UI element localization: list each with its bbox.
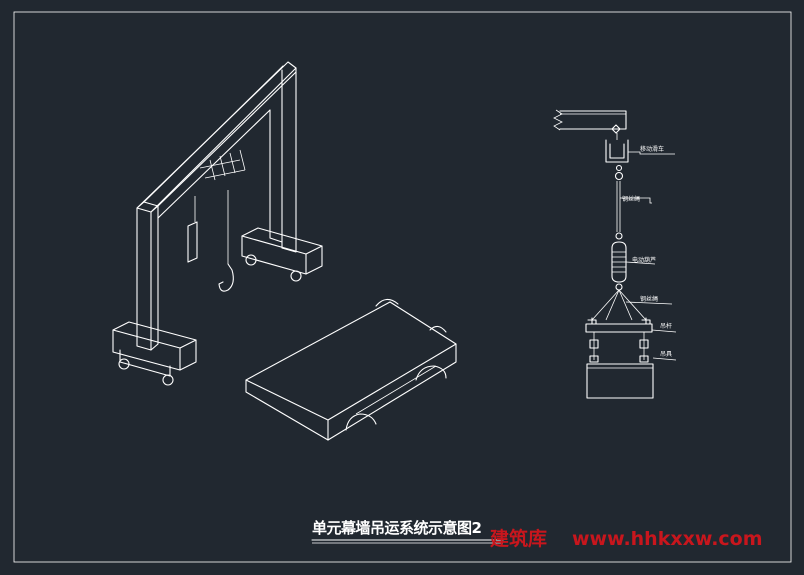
gantry-crane bbox=[112, 61, 323, 386]
drawing-frame bbox=[13, 11, 792, 563]
callout-label: 吊具 bbox=[660, 351, 672, 358]
callout-label: 钢丝绳 bbox=[622, 195, 640, 203]
callout-label: 电动葫芦 bbox=[632, 256, 656, 264]
drawing-title: 单元幕墙吊运系统示意图2 bbox=[312, 519, 482, 537]
callout-label: 吊杆 bbox=[660, 322, 672, 330]
watermark-url: www.hhkxxw.com bbox=[572, 528, 763, 550]
callout-label: 钢丝绳 bbox=[640, 295, 658, 303]
callout-label: 移动滑车 bbox=[640, 145, 664, 153]
lifting-system-detail: 移动滑车 钢丝绳 电动葫芦 钢丝绳 吊杆 吊具 bbox=[553, 109, 677, 399]
unit-panel bbox=[245, 298, 457, 441]
watermark-brand: 建筑库 bbox=[490, 527, 547, 550]
